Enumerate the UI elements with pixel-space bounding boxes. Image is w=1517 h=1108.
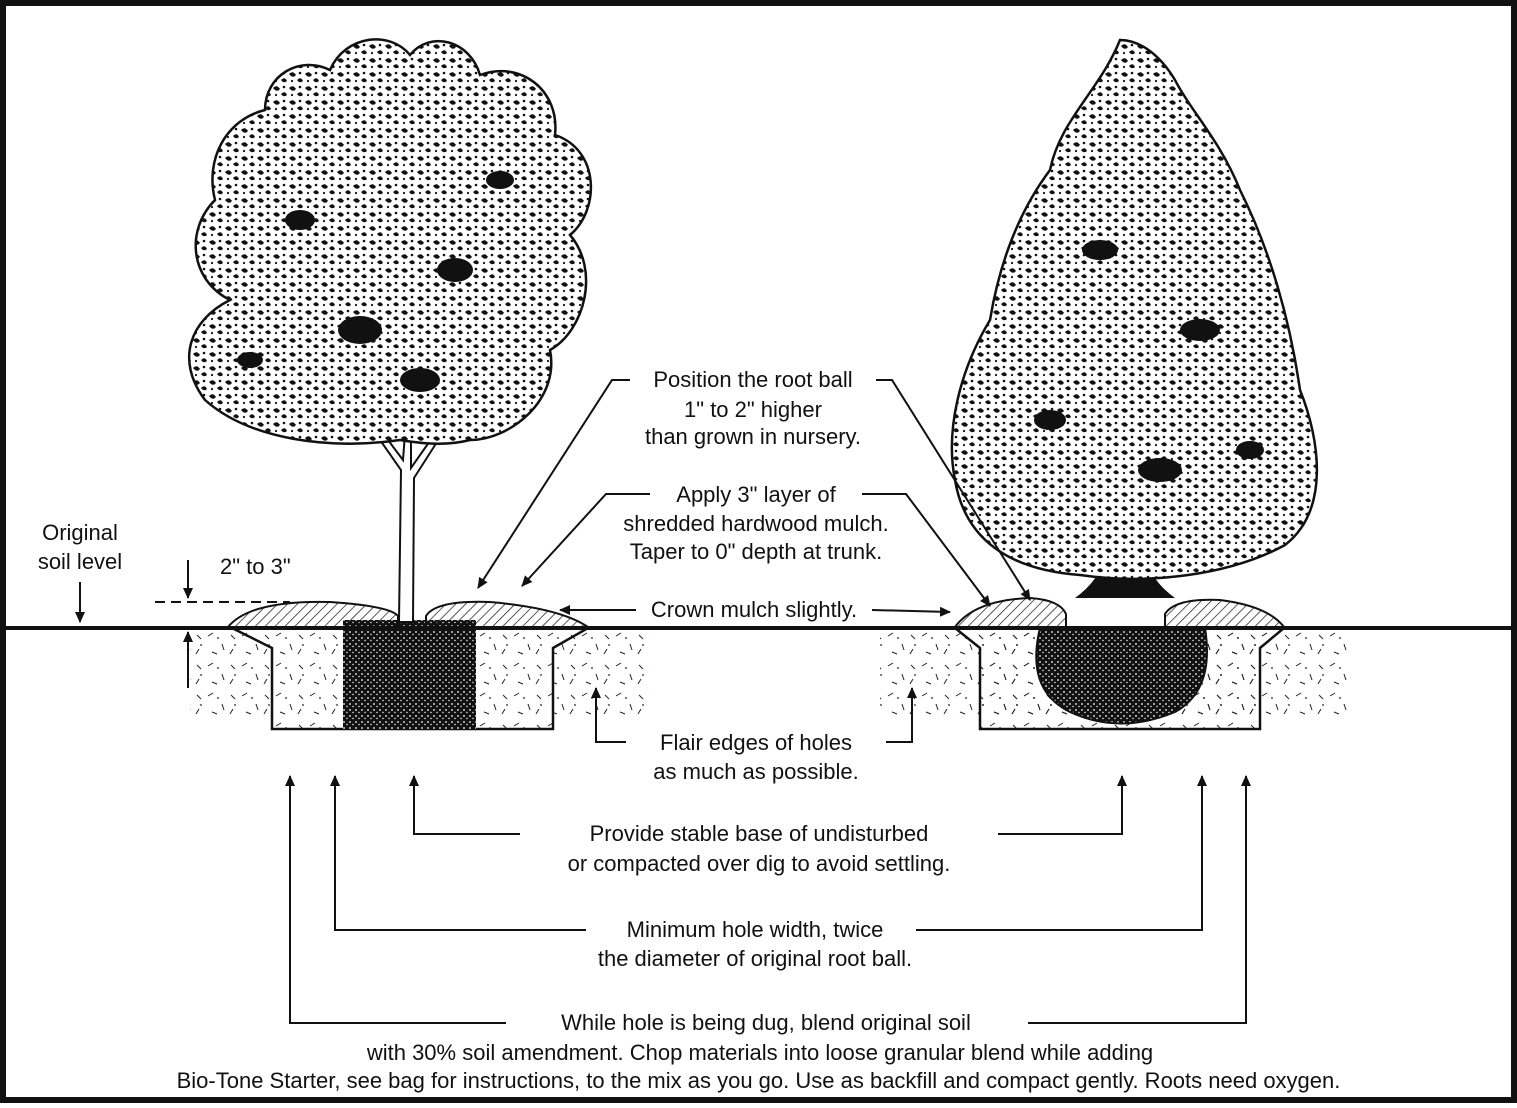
deciduous-tree-illustration	[189, 39, 591, 622]
blend-leader-right	[1028, 776, 1246, 1023]
position-label-line1: Position the root ball	[610, 366, 896, 393]
left-mulch-mound-b	[426, 602, 588, 627]
flair-label-line1: Flair edges of holes	[606, 729, 906, 756]
flair-label-line2: as much as possible.	[606, 758, 906, 785]
original-soil-label-line1: Original	[20, 519, 140, 546]
mulch-label-line3: Taper to 0" depth at trunk.	[596, 538, 916, 565]
evergreen-tree-illustration	[952, 40, 1317, 598]
original-soil-label-line2: soil level	[20, 548, 140, 575]
width-label-line2: the diameter of original root ball.	[520, 945, 990, 972]
left-mulch-mound-a	[228, 602, 398, 627]
base-label-line2: or compacted over dig to avoid settling.	[500, 850, 1018, 877]
blend-label-line2: with 30% soil amendment. Chop materials …	[200, 1039, 1320, 1066]
position-label-line2: 1" to 2" higher	[610, 396, 896, 423]
mulch-label-line2: shredded hardwood mulch.	[596, 510, 916, 537]
position-label-line3: than grown in nursery.	[610, 423, 896, 450]
base-label-line1: Provide stable base of undisturbed	[500, 820, 1018, 847]
width-label-line1: Minimum hole width, twice	[560, 916, 950, 943]
crown-mulch-label: Crown mulch slightly.	[636, 596, 872, 623]
blend-label-line1: While hole is being dug, blend original …	[456, 1009, 1076, 1036]
left-root-ball	[343, 620, 476, 729]
right-mulch-mound-a	[955, 598, 1066, 627]
blend-leader-left	[290, 776, 506, 1023]
right-mulch-mound-b	[1165, 600, 1284, 627]
blend-label-line3: Bio-Tone Starter, see bag for instructio…	[20, 1067, 1497, 1094]
mulch-label-line1: Apply 3" layer of	[596, 481, 916, 508]
depth-label: 2" to 3"	[220, 553, 291, 580]
crown-leader-right	[872, 610, 950, 612]
